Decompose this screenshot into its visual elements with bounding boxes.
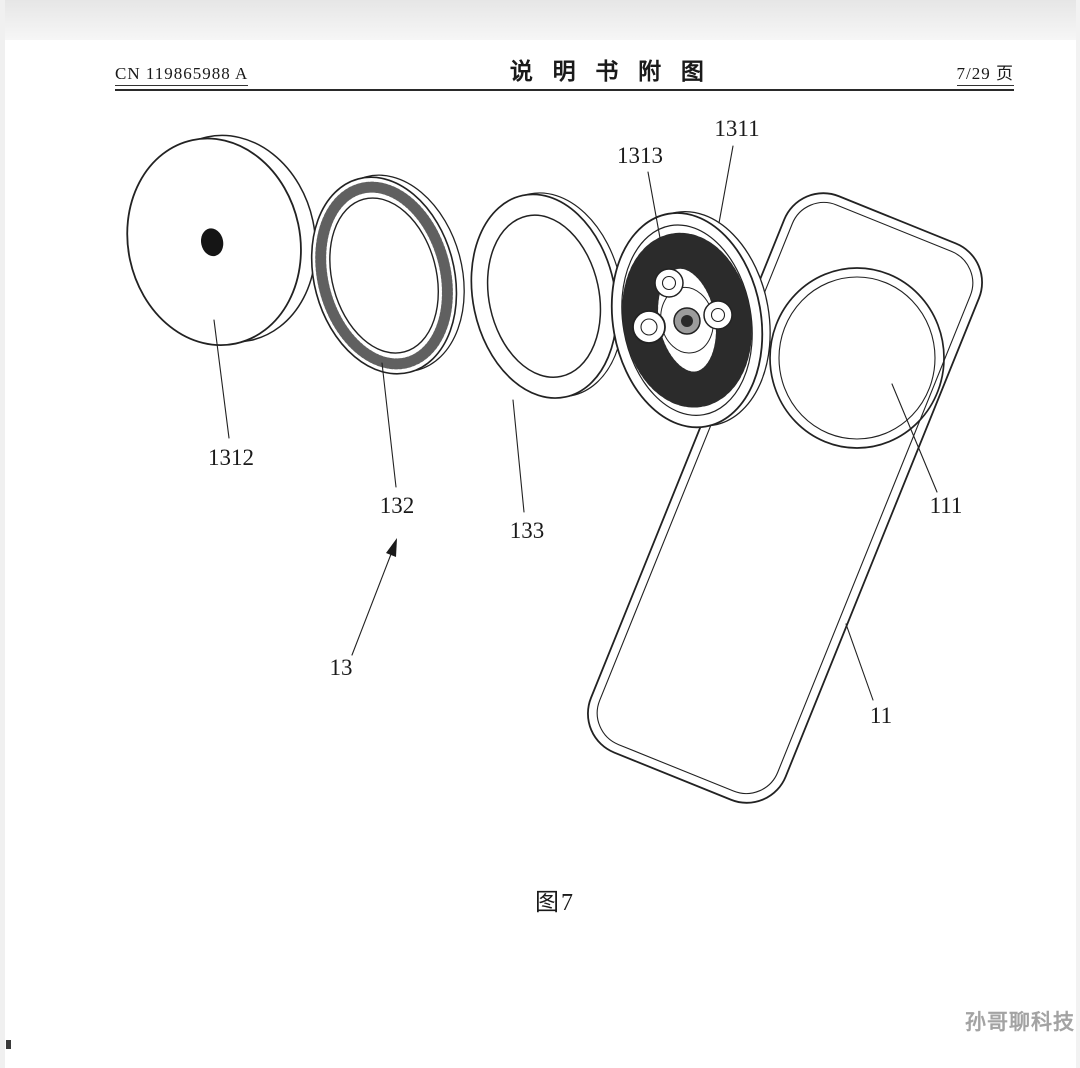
knurled-texture <box>315 181 453 370</box>
leader-1311 <box>718 145 734 224</box>
page-number: 7/29 页 <box>956 59 1014 86</box>
lens-top <box>654 268 684 298</box>
watermark: 孙哥聊科技 <box>965 1011 1075 1034</box>
knurled-ring <box>310 174 465 375</box>
knurled-ring-inner <box>329 197 439 354</box>
leader-1313 <box>647 171 661 239</box>
leader-111 <box>891 383 938 493</box>
label-13: 13 <box>330 655 353 680</box>
lens-right-inner <box>710 307 726 323</box>
lens-left-inner <box>640 318 658 336</box>
label-133: 133 <box>510 518 545 543</box>
phone-outer-outline <box>587 192 983 804</box>
label-1313: 1313 <box>617 143 663 168</box>
camera-cutout-outer <box>769 267 945 449</box>
lens-right <box>703 300 733 330</box>
phone-inner-outline <box>596 201 974 795</box>
phone-body <box>587 192 983 804</box>
label-11: 11 <box>870 703 892 728</box>
camera-lenses <box>632 268 733 344</box>
leader-13-shaft <box>351 548 394 656</box>
leader-13-arrowhead <box>386 538 397 557</box>
scan-edge-right <box>1076 0 1080 1068</box>
scan-edge-top <box>0 0 1080 40</box>
leader-lines <box>213 145 938 701</box>
scan-edge-left <box>0 0 5 1068</box>
figure-caption: 图7 <box>535 890 575 916</box>
leader-133 <box>512 399 525 513</box>
lens-left <box>632 310 666 344</box>
leader-132 <box>381 362 397 488</box>
section-title: 说 明 书 附 图 <box>509 59 711 84</box>
label-111: 111 <box>930 493 963 518</box>
plain-ring <box>470 192 625 399</box>
camera-cutout-inner <box>778 276 936 440</box>
label-1312: 1312 <box>208 445 254 470</box>
lens-top-inner <box>661 275 677 291</box>
document-number: CN 119865988 A <box>115 64 249 86</box>
figure-labels: 1312 132 133 1313 1311 111 11 13 <box>208 116 962 728</box>
lens-cover-disc <box>126 134 317 347</box>
plain-ring-inner <box>486 214 602 378</box>
disc-center-dot <box>200 228 224 257</box>
leader-1312 <box>213 319 230 439</box>
label-1311: 1311 <box>714 116 759 141</box>
lens-center-inner <box>681 315 693 327</box>
label-132: 132 <box>380 493 415 518</box>
scan-artifact <box>6 1040 11 1049</box>
leader-11 <box>845 623 874 701</box>
page-header: CN 119865988 A 说 明 书 附 图 7/29 页 <box>115 50 1014 91</box>
